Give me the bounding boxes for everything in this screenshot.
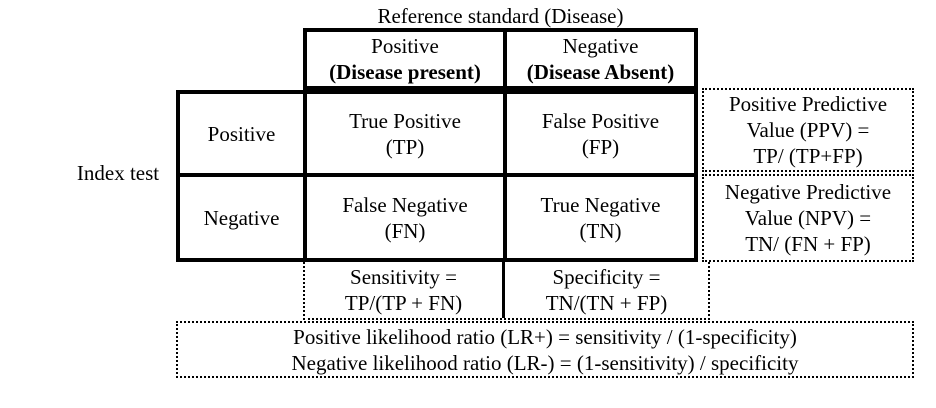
- header-cell-negative: Negative (Disease Absent): [503, 32, 694, 86]
- reference-standard-title: Reference standard (Disease): [377, 4, 624, 28]
- npv-formula-box: Negative Predictive Value (NPV) = TN/ (F…: [702, 174, 914, 262]
- row-label-positive: Positive: [207, 121, 276, 146]
- header-positive-label: Positive: [371, 34, 439, 58]
- cell-true-positive: True Positive (TP): [303, 94, 503, 173]
- index-test-label: Index test: [76, 161, 160, 185]
- specificity-formula: Specificity = TN/(TN + FP): [545, 265, 668, 315]
- cell-true-negative: True Negative (TN): [503, 173, 694, 258]
- sensitivity-formula: Sensitivity = TP/(TP + FN): [344, 265, 463, 315]
- confusion-matrix-table: Positive True Positive (TP) False Positi…: [176, 90, 698, 262]
- sensitivity-specificity-strip: Sensitivity = TP/(TP + FN) Specificity =…: [303, 262, 710, 320]
- reference-standard-header-table: Positive (Disease present) Negative (Dis…: [303, 28, 698, 90]
- header-negative-label: Negative: [562, 34, 639, 58]
- header-negative-sublabel: (Disease Absent): [526, 60, 675, 84]
- ppv-formula-box: Positive Predictive Value (PPV) = TP/ (T…: [702, 88, 914, 172]
- header-positive-sublabel: (Disease present): [329, 60, 481, 84]
- header-cell-positive: Positive (Disease present): [307, 32, 503, 86]
- sens-spec-divider: [502, 262, 505, 318]
- likelihood-ratio-box: Positive likelihood ratio (LR+) = sensit…: [176, 321, 914, 378]
- row-label-negative: Negative: [180, 173, 303, 258]
- cell-false-negative: False Negative (FN): [303, 173, 503, 258]
- cell-false-positive: False Positive (FP): [503, 94, 694, 173]
